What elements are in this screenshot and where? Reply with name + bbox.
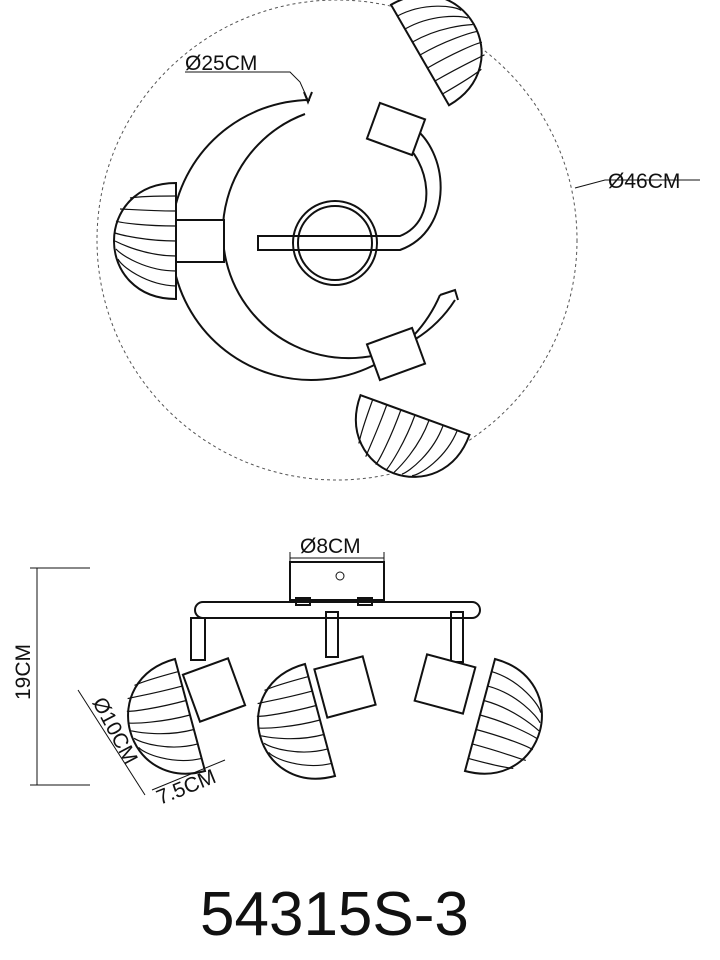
height-label: 19CM — [12, 644, 35, 700]
ring-diameter-label: Ø25CM — [185, 52, 257, 75]
shade-top — [390, 0, 504, 107]
top-view: Ø25CM Ø46CM — [96, 0, 700, 495]
side-view: Ø8CM 19CM Ø10CM 7.5CM — [12, 535, 556, 810]
shade-bottom — [338, 394, 471, 495]
socket-top — [365, 101, 427, 157]
overall-diameter-circle — [96, 0, 578, 481]
model-number: 54315S-3 — [200, 880, 469, 949]
canopy-diameter-label: Ø8CM — [300, 535, 361, 558]
shade-left — [113, 182, 177, 300]
canopy-outer — [292, 200, 378, 286]
socket-bottom — [365, 326, 427, 382]
overall-diameter-label: Ø46CM — [608, 170, 680, 193]
socket-left — [175, 219, 225, 263]
canopy — [289, 561, 385, 601]
canopy-inner — [297, 205, 373, 281]
side-shade-right — [463, 657, 556, 789]
